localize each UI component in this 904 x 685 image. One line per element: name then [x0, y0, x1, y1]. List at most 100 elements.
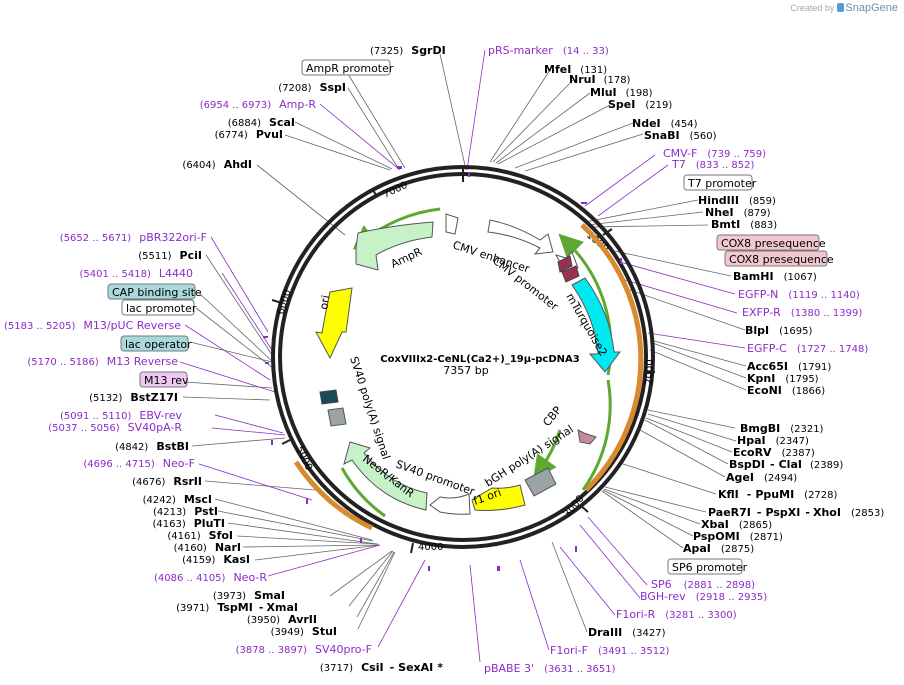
site-nari: NarI [215, 541, 241, 554]
svg-text:(5652 .. 5671)pBR322ori-F: (5652 .. 5671)pBR322ori-F [60, 231, 207, 244]
svg-text:EGFP-C(1727 .. 1748): EGFP-C(1727 .. 1748) [747, 342, 868, 355]
svg-text:NheI(879): NheI(879) [705, 206, 771, 219]
site-snabi: SnaBI [644, 129, 680, 142]
leader-lines [179, 49, 747, 663]
plasmid-name: CoxVIIIx2-CeNL(Ca2+)_19μ-pcDNA3 [380, 354, 579, 365]
site-stui: StuI [312, 625, 337, 638]
ori-arrow [315, 287, 353, 360]
label-m13-rev: M13 rev [144, 374, 189, 387]
primer-exfpr: EXFP-R [742, 306, 781, 319]
svg-text:(4676)RsrII: (4676)RsrII [132, 475, 202, 488]
credit-brand: SnapGene [845, 2, 898, 14]
svg-text:PspOMI(2871): PspOMI(2871) [693, 530, 783, 543]
sv40-polya-1 [319, 389, 339, 405]
cmv-enhancer-arrow [487, 219, 554, 255]
site-pspomi: PspOMI [693, 530, 740, 543]
svg-text:BamHI(1067): BamHI(1067) [733, 270, 817, 283]
svg-text:MluI(198): MluI(198) [590, 86, 653, 99]
svg-text:HpaI(2347): HpaI(2347) [737, 434, 809, 447]
primer-egfpn: EGFP-N [738, 288, 778, 301]
svg-text:NdeI(454): NdeI(454) [632, 117, 698, 130]
svg-text:HindIII(859): HindIII(859) [698, 194, 776, 207]
primer-cmvf: CMV-F [663, 147, 697, 160]
site-msci: MscI [184, 493, 212, 506]
svg-text:(4161)SfoI: (4161)SfoI [167, 529, 233, 542]
site-bspdi: BspDI [729, 458, 765, 471]
boxed-labels: AmpR promoter T7 promoter COX8 presequen… [107, 59, 834, 575]
svg-text:Acc65I(1791): Acc65I(1791) [747, 360, 831, 373]
svg-text:(4160)NarI: (4160)NarI [174, 541, 241, 554]
cbp-arrow [577, 429, 597, 445]
site-econi: EcoNI [747, 384, 782, 397]
sv40-polya-2 [327, 407, 347, 427]
svg-text:(6954 .. 6973)Amp-R: (6954 .. 6973)Amp-R [200, 98, 317, 111]
primer-ampr: Amp-R [279, 98, 316, 111]
svg-text:(4086 .. 4105)Neo-R: (4086 .. 4105)Neo-R [154, 571, 267, 584]
svg-text:BspDI-ClaI(2389): BspDI-ClaI(2389) [729, 458, 843, 471]
site-smai: SmaI [254, 589, 285, 602]
site-pvui: PvuI [256, 128, 283, 141]
site-kasi: KasI [223, 553, 250, 566]
primer-bghrev: BGH-rev [640, 590, 686, 603]
primer-neor: Neo-R [233, 571, 267, 584]
site-bmti: BmtI [711, 218, 740, 231]
svg-text:(4842)BstBI: (4842)BstBI [115, 440, 189, 453]
svg-text:F1ori-R(3281 .. 3300): F1ori-R(3281 .. 3300) [616, 608, 737, 621]
primer-sv40par: SV40pA-R [128, 421, 183, 434]
primer-m13puc: M13/pUC Reverse [83, 319, 181, 332]
site-draiii: DraIII [588, 626, 622, 639]
site-bmgbi: BmgBI [740, 422, 780, 435]
svg-text:(5401 .. 5418)L4440: (5401 .. 5418)L4440 [79, 267, 193, 280]
svg-text:EXFP-R(1380 .. 1399): EXFP-R(1380 .. 1399) [742, 306, 862, 319]
site-spei: SpeI [608, 98, 635, 111]
neor-arrow [343, 441, 428, 511]
svg-text:(3973)SmaI: (3973)SmaI [213, 589, 285, 602]
svg-text:PaeR7I-PspXI-XhoI(2853): PaeR7I-PspXI-XhoI(2853) [708, 506, 884, 519]
site-agei: AgeI [726, 471, 754, 484]
svg-text:(4213)PstI: (4213)PstI [153, 505, 218, 518]
svg-text:AgeI(2494): AgeI(2494) [726, 471, 797, 484]
label-ampr-promoter: AmpR promoter [306, 62, 394, 75]
svg-text:CMV-F(739 .. 759): CMV-F(739 .. 759) [663, 147, 766, 160]
svg-text:NruI(178): NruI(178) [569, 73, 631, 86]
site-bamhi: BamHI [733, 270, 774, 283]
snapgene-logo-icon [837, 3, 845, 12]
primer-prs: pRS-marker [488, 44, 553, 57]
svg-text:(3949)StuI: (3949)StuI [271, 625, 337, 638]
svg-text:SP6(2881 .. 2898): SP6(2881 .. 2898) [651, 578, 755, 591]
svg-text:KpnI(1795): KpnI(1795) [747, 372, 819, 385]
label-cox8-b: COX8 presequence [729, 253, 834, 266]
credit-prefix: Created by [790, 3, 835, 13]
label-cbp: CBP [540, 404, 564, 429]
svg-text:SnaBI(560): SnaBI(560) [644, 129, 717, 142]
bgh-box [524, 467, 557, 497]
feature-shapes [315, 213, 621, 515]
orange-arcs [293, 223, 644, 531]
label-cox8-a: COX8 presequence [721, 237, 826, 250]
site-paer7i: PaeR7I [708, 506, 751, 519]
primer-neof: Neo-F [163, 457, 195, 470]
primer-f1orir: F1ori-R [616, 608, 656, 621]
svg-text:SpeI(219): SpeI(219) [608, 98, 672, 111]
svg-text:(6884)ScaI: (6884)ScaI [228, 116, 295, 129]
primer-l4440: L4440 [159, 267, 193, 280]
site-nhei: NheI [705, 206, 734, 219]
site-pluti: PluTI [194, 517, 225, 530]
primer-ebvrev: EBV-rev [139, 409, 182, 422]
svg-text:T7(833 .. 852): T7(833 .. 852) [671, 158, 755, 171]
label-cap-binding: CAP binding site [112, 286, 202, 299]
svg-text:(3878 .. 3897)SV40pro-F: (3878 .. 3897)SV40pro-F [236, 643, 372, 656]
labels-left: (7208)SspI (6954 .. 6973)Amp-R (6884)Sca… [4, 81, 443, 674]
primer-pbr322: pBR322ori-F [139, 231, 207, 244]
svg-text:EGFP-N(1119 .. 1140): EGFP-N(1119 .. 1140) [738, 288, 860, 301]
svg-text:BmtI(883): BmtI(883) [711, 218, 777, 231]
site-ecorv: EcoRV [733, 446, 772, 459]
site-mfei: MfeI [544, 63, 571, 76]
site-avrii: AvrII [288, 613, 317, 626]
svg-text:(3950)AvrII: (3950)AvrII [247, 613, 317, 626]
site-pcii: PciI [180, 249, 202, 262]
primer-sp6: SP6 [651, 578, 672, 591]
site-kpni: KpnI [747, 372, 775, 385]
site-blpi: BlpI [745, 324, 769, 337]
site-rsrii: RsrII [173, 475, 202, 488]
